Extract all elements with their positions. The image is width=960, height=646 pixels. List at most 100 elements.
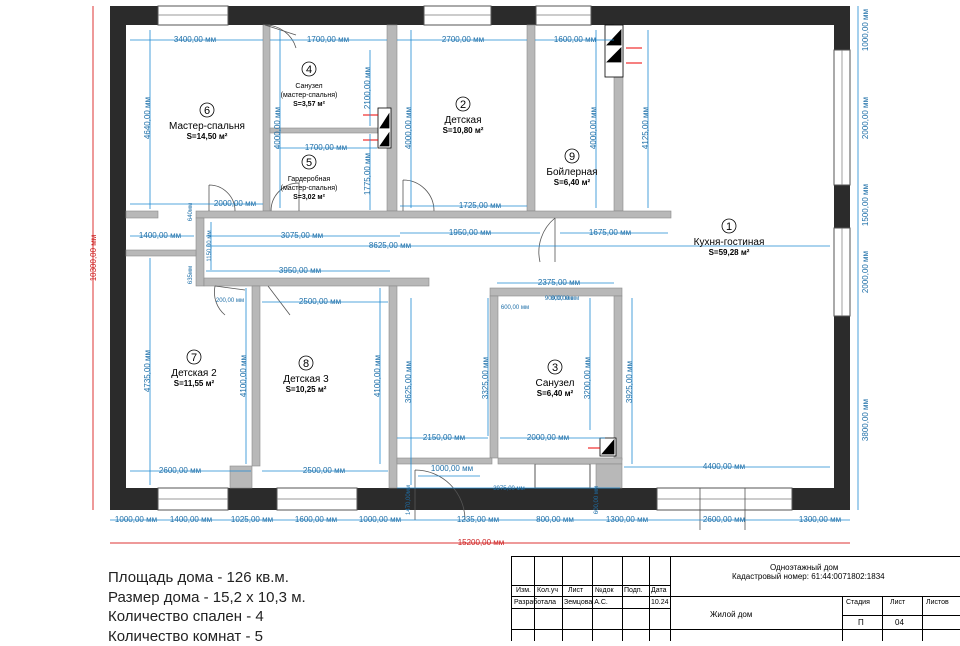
dim-interior-0: 1700,00 мм bbox=[305, 143, 347, 152]
room-number: 9 bbox=[569, 151, 575, 163]
dim-vertical-6: 4125,00 мм bbox=[641, 107, 650, 149]
room-area: S=6,40 м² bbox=[537, 389, 574, 398]
dim-bottom-4: 1000,00 мм bbox=[359, 515, 401, 524]
room-area: S=6,40 м² bbox=[554, 178, 591, 187]
dim-interior-20: 900,00 мм bbox=[545, 296, 573, 302]
room-name: Мастер-спальня bbox=[169, 121, 245, 132]
dim-vertical-4: 4000,00 мм bbox=[404, 107, 413, 149]
summary-area: Площадь дома - 126 кв.м. bbox=[108, 568, 306, 588]
stamp-author: Земцова А.С. bbox=[564, 599, 608, 606]
stamp-cadastral: Кадастровый номер: 61:44:0071802:1834 bbox=[732, 572, 885, 581]
dim-interior-19: 200,00 мм bbox=[216, 298, 244, 304]
room-number: 7 bbox=[191, 352, 197, 364]
dim-bottom-2: 1025,00 мм bbox=[231, 515, 273, 524]
stamp-col-sheet: Лист bbox=[568, 587, 583, 594]
door-swings bbox=[209, 25, 745, 530]
dim-interior-5: 1725,00 мм bbox=[459, 201, 501, 210]
dim-vertical-2: 2100,00 мм bbox=[363, 67, 372, 109]
stamp-col-sheet2: Лист bbox=[890, 599, 905, 606]
dim-right-2: 1500,00 мм bbox=[861, 184, 870, 226]
dim-vertical-3: 1775,00 мм bbox=[363, 153, 372, 195]
room-name: Гардеробная bbox=[288, 175, 331, 183]
dim-overall-height-0: 10300,00 мм bbox=[89, 235, 98, 282]
dim-bottom-9: 1300,00 мм bbox=[799, 515, 841, 524]
dim-vertical-13: 3925,00 мм bbox=[625, 361, 634, 403]
dim-bottom-6: 800,00 мм bbox=[536, 515, 574, 524]
room-area: S=3,02 м² bbox=[293, 194, 326, 201]
room-area: S=3,57 м² bbox=[293, 101, 326, 108]
dim-vertical-12: 3200,00 мм bbox=[583, 357, 592, 399]
stamp-col-sheets: Листов bbox=[926, 599, 949, 606]
dim-small-bottom-1: 600,00 мм bbox=[594, 486, 600, 514]
windows bbox=[158, 6, 850, 510]
room-name: Детская bbox=[444, 115, 481, 126]
dim-interior-3: 3075,00 мм bbox=[281, 231, 323, 240]
title-block: Одноэтажный дом Кадастровый номер: 61:44… bbox=[511, 556, 960, 641]
dim-interior-16: 1000,00 мм bbox=[431, 464, 473, 473]
dim-interior-11: 2150,00 мм bbox=[423, 433, 465, 442]
room-area: S=10,25 м² bbox=[286, 385, 327, 394]
dim-interior-10: 2500,00 мм bbox=[299, 297, 341, 306]
dim-vertical-11: 3325,00 мм bbox=[481, 357, 490, 399]
summary-size: Размер дома - 15,2 х 10,3 м. bbox=[108, 588, 306, 608]
room-number: 5 bbox=[306, 157, 312, 169]
dim-top-2: 2700,00 мм bbox=[442, 35, 484, 44]
stamp-stage: П bbox=[858, 618, 864, 627]
stamp-col-sign: Подп. bbox=[624, 587, 643, 594]
dim-interior-2: 1400,00 мм bbox=[139, 231, 181, 240]
stamp-object: Жилой дом bbox=[710, 610, 752, 619]
dim-top-3: 1600,00 мм bbox=[554, 35, 596, 44]
dim-bottom-3: 1600,00 мм bbox=[295, 515, 337, 524]
room-name: Детская 2 bbox=[171, 368, 217, 379]
summary-bedrooms: Количество спален - 4 bbox=[108, 607, 306, 627]
dim-right-4: 3800,00 мм bbox=[861, 399, 870, 441]
dim-small-bottom-0: 1470,00мм bbox=[406, 485, 412, 515]
dim-interior-17: 3975,00 мм bbox=[493, 486, 525, 492]
dim-vertical-10: 3625,00 мм bbox=[404, 361, 413, 403]
dim-bottom-0: 1000,00 мм bbox=[115, 515, 157, 524]
dim-vertical-16: 635мм bbox=[188, 266, 194, 284]
room-name: Санузел bbox=[536, 378, 575, 389]
summary-rooms: Количество комнат - 5 bbox=[108, 627, 306, 646]
stamp-col-date: Дата bbox=[651, 587, 667, 594]
room-area: S=10,80 м² bbox=[443, 126, 484, 135]
exterior-walls bbox=[110, 6, 850, 510]
dim-right-3: 2000,00 мм bbox=[861, 251, 870, 293]
room-number: 1 bbox=[726, 221, 732, 233]
dim-bottom-1: 1400,00 мм bbox=[170, 515, 212, 524]
room-area: S=14,50 м² bbox=[187, 132, 228, 141]
room-name: Бойлерная bbox=[546, 167, 597, 178]
dim-interior-14: 2600,00 мм bbox=[159, 466, 201, 475]
dim-vertical-5: 4000,00 мм bbox=[589, 107, 598, 149]
dim-interior-6: 1950,00 мм bbox=[449, 228, 491, 237]
dim-interior-7: 1675,00 мм bbox=[589, 228, 631, 237]
dim-bottom-8: 2600,00 мм bbox=[703, 515, 745, 524]
stamp-sheet: 04 bbox=[895, 618, 904, 627]
dim-bottom-7: 1300,00 мм bbox=[606, 515, 648, 524]
dim-right-0: 1000,00 мм bbox=[861, 9, 870, 51]
room-area: S=11,55 м² bbox=[174, 379, 215, 388]
room-number: 2 bbox=[460, 99, 466, 111]
dim-interior-8: 3950,00 мм bbox=[279, 266, 321, 275]
dim-vertical-7: 4735,00 мм bbox=[143, 350, 152, 392]
stamp-col-stage: Стадия bbox=[846, 599, 870, 606]
dim-interior-9: 2375,00 мм bbox=[538, 278, 580, 287]
dim-interior-15: 2500,00 мм bbox=[303, 466, 345, 475]
dim-interior-12: 2000,00 мм bbox=[527, 433, 569, 442]
room-number: 4 bbox=[306, 64, 312, 76]
dim-interior-13: 4400,00 мм bbox=[703, 462, 745, 471]
stamp-col-change: Изм. bbox=[516, 587, 531, 594]
stamp-role: Разработала bbox=[514, 599, 556, 606]
room-name: Детская 3 bbox=[283, 374, 329, 385]
dim-overall-width-0: 15200,00 мм bbox=[458, 538, 505, 547]
dim-top-1: 1700,00 мм bbox=[307, 35, 349, 44]
room-name: Кухня-гостиная bbox=[694, 237, 765, 248]
